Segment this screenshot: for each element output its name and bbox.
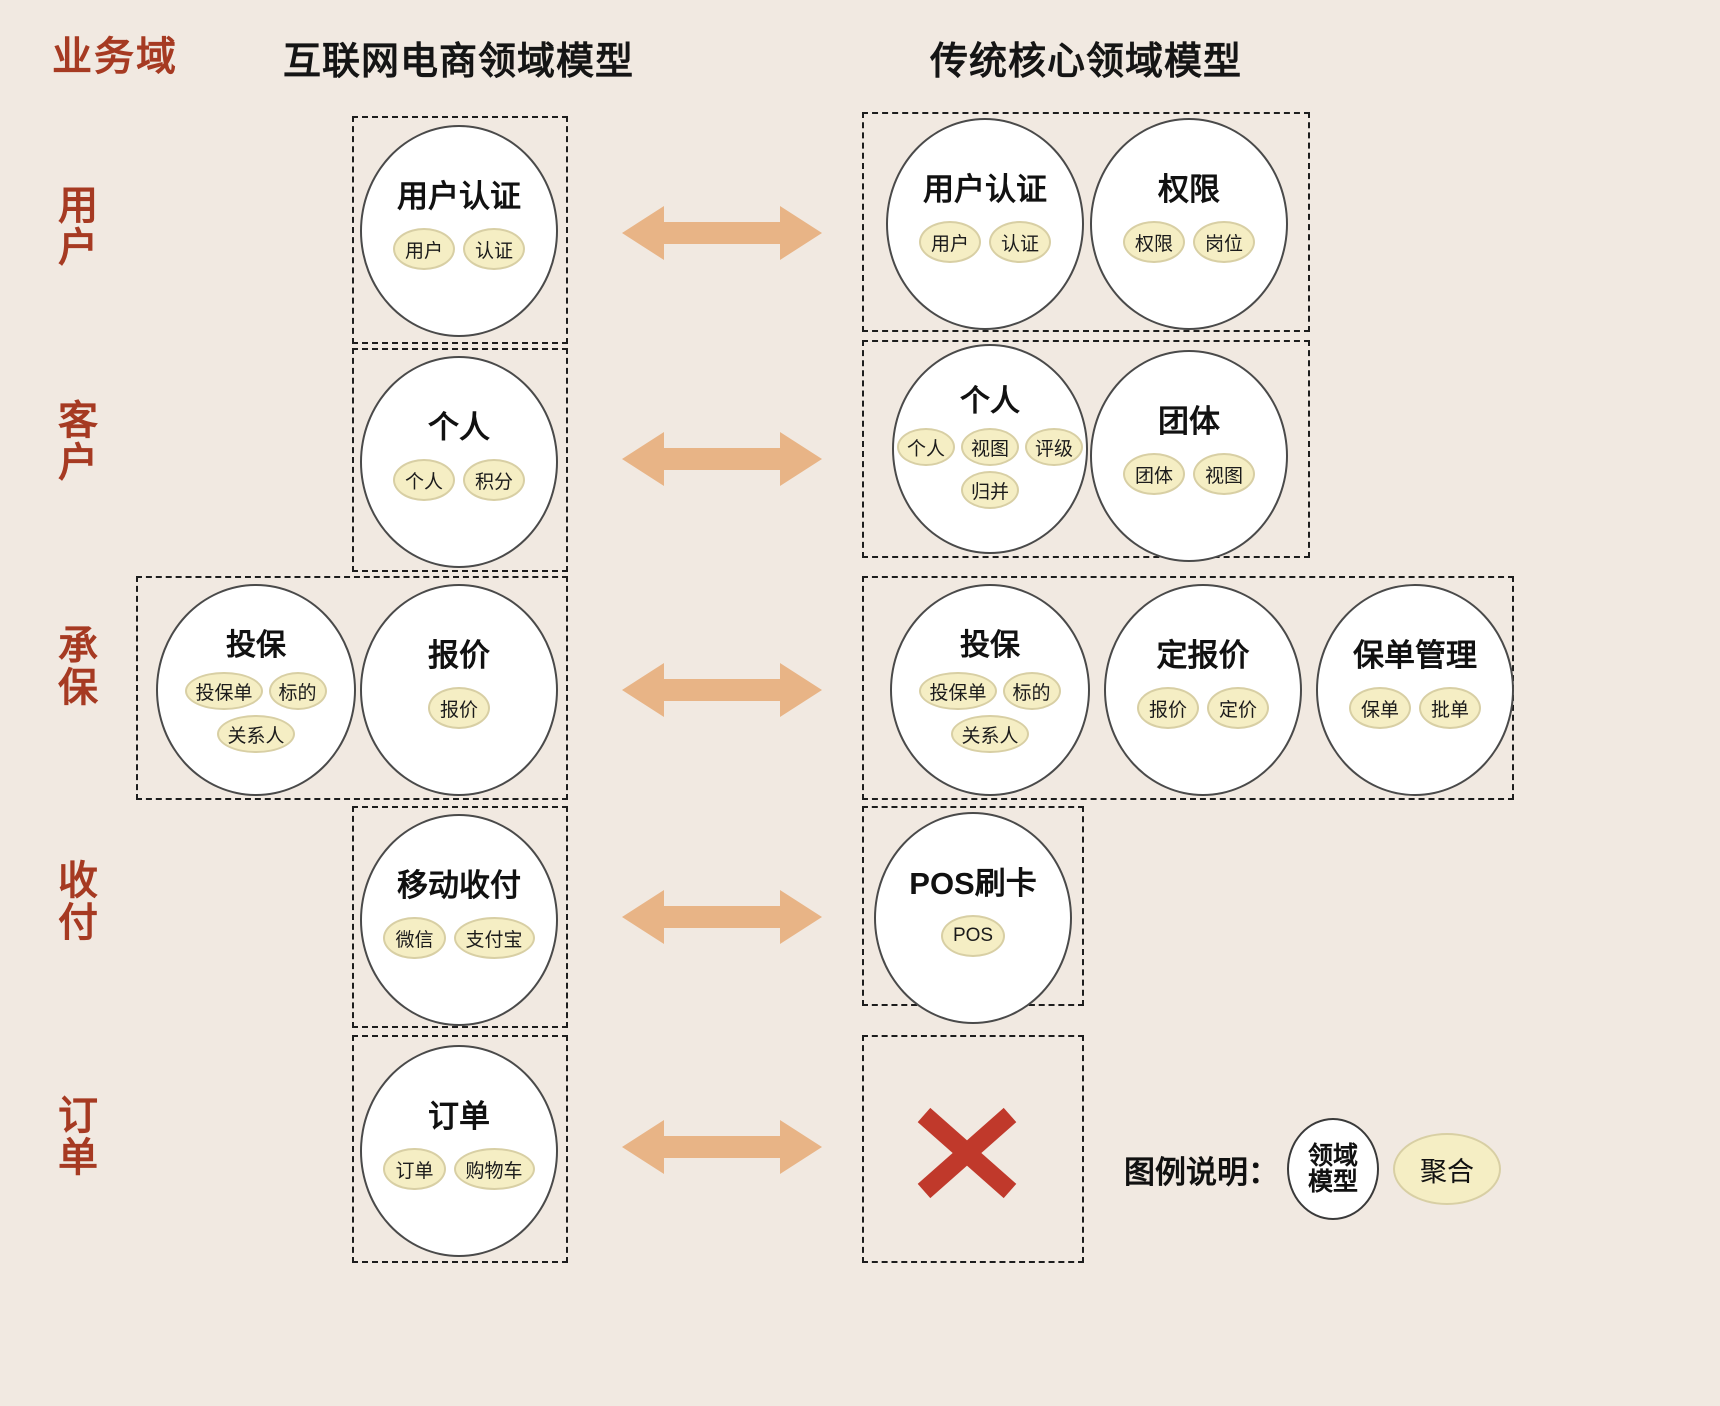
domain-model-permission[interactable]: 权限 权限 岗位 xyxy=(1090,118,1288,330)
cell-left-order: 订单 订单 购物车 xyxy=(352,1035,568,1263)
domain-title: 保单管理 xyxy=(1353,638,1477,673)
domain-title: 投保 xyxy=(960,629,1020,662)
legend-aggregate-symbol: 聚合 xyxy=(1393,1133,1501,1205)
domain-model-user-auth-left[interactable]: 用户认证 用户 认证 xyxy=(360,125,558,337)
domain-model-order[interactable]: 订单 订单 购物车 xyxy=(360,1045,558,1257)
aggregate[interactable]: 用户 xyxy=(918,221,981,263)
domain-title: 个人 xyxy=(428,410,490,445)
bidirectional-arrow-customer xyxy=(622,424,822,494)
row-label-payment: 收付 xyxy=(58,859,98,946)
row-label-order: 订单 xyxy=(58,1094,98,1181)
aggregate[interactable]: 购物车 xyxy=(453,1148,535,1190)
aggregate[interactable]: 投保单 xyxy=(919,672,997,710)
aggregate[interactable]: 认证 xyxy=(989,221,1052,263)
aggregate[interactable]: 支付宝 xyxy=(453,917,535,959)
domain-title: 订单 xyxy=(428,1099,490,1134)
aggregate[interactable]: 团体 xyxy=(1122,453,1185,495)
legend-label: 图例说明： xyxy=(1124,1154,1279,1190)
legend-domain-model-line1: 领域 xyxy=(1307,1141,1358,1170)
cell-right-order-empty xyxy=(862,1035,1084,1263)
domain-model-pos-card[interactable]: POS刷卡 POS xyxy=(874,812,1072,1024)
cell-right-user: 用户认证 用户 认证 权限 权限 岗位 xyxy=(862,112,1310,332)
aggregate[interactable]: 关系人 xyxy=(951,715,1029,753)
domain-model-individual-left[interactable]: 个人 个人 积分 xyxy=(360,356,558,568)
domain-title: POS刷卡 xyxy=(909,866,1037,901)
aggregate[interactable]: 订单 xyxy=(383,1148,446,1190)
aggregate[interactable]: 标的 xyxy=(1002,672,1061,710)
aggregate[interactable]: 积分 xyxy=(463,459,526,501)
domain-title: 移动收付 xyxy=(397,868,521,903)
aggregate[interactable]: 关系人 xyxy=(217,715,295,753)
aggregate[interactable]: 岗位 xyxy=(1193,221,1256,263)
page-title-business-domain: 业务域 xyxy=(52,35,178,79)
row-label-customer: 客户 xyxy=(58,399,98,486)
aggregate[interactable]: 标的 xyxy=(268,672,327,710)
aggregate[interactable]: 定价 xyxy=(1207,687,1270,729)
cross-icon xyxy=(912,1105,1022,1206)
legend-domain-model-symbol: 领域 模型 xyxy=(1287,1118,1379,1220)
bidirectional-arrow-user xyxy=(622,198,822,268)
aggregate[interactable]: 权限 xyxy=(1122,221,1185,263)
aggregate[interactable]: 归并 xyxy=(960,471,1019,509)
bidirectional-arrow-order xyxy=(622,1112,822,1182)
column-header-internet-ecommerce: 互联网电商领域模型 xyxy=(283,41,635,83)
domain-title: 团体 xyxy=(1158,404,1220,439)
bidirectional-arrow-underwriting xyxy=(622,655,822,725)
aggregate[interactable]: POS xyxy=(940,915,1006,957)
aggregate[interactable]: 视图 xyxy=(1193,453,1256,495)
cell-left-underwriting: 投保 投保单 标的 关系人 报价 报价 xyxy=(136,576,568,800)
domain-model-application-right[interactable]: 投保 投保单 标的 关系人 xyxy=(890,584,1090,796)
aggregate[interactable]: 投保单 xyxy=(185,672,263,710)
bidirectional-arrow-payment xyxy=(622,882,822,952)
cell-right-payment: POS刷卡 POS xyxy=(862,806,1084,1024)
aggregate[interactable]: 保单 xyxy=(1348,687,1411,729)
aggregate[interactable]: 个人 xyxy=(896,428,955,466)
domain-model-mobile-payment[interactable]: 移动收付 微信 支付宝 xyxy=(360,814,558,1026)
row-label-user: 用户 xyxy=(58,184,98,271)
domain-model-individual-right[interactable]: 个人 个人 视图 评级 归并 xyxy=(892,344,1088,554)
domain-title: 定报价 xyxy=(1156,638,1250,673)
domain-model-quote-left[interactable]: 报价 报价 xyxy=(360,584,558,796)
domain-model-policy-management[interactable]: 保单管理 保单 批单 xyxy=(1316,584,1514,796)
domain-title: 权限 xyxy=(1158,172,1220,207)
domain-model-pricing-quote[interactable]: 定报价 报价 定价 xyxy=(1104,584,1302,796)
row-label-underwriting: 承保 xyxy=(58,624,98,711)
aggregate[interactable]: 报价 xyxy=(427,687,490,729)
cell-left-customer: 个人 个人 积分 xyxy=(352,348,568,572)
aggregate[interactable]: 批单 xyxy=(1419,687,1482,729)
legend-domain-model-line2: 模型 xyxy=(1307,1168,1358,1196)
domain-model-user-auth-right[interactable]: 用户认证 用户 认证 xyxy=(886,118,1084,330)
cell-left-payment: 移动收付 微信 支付宝 xyxy=(352,806,568,1028)
domain-title: 用户认证 xyxy=(397,179,521,214)
cell-right-customer: 个人 个人 视图 评级 归并 团体 团体 视图 xyxy=(862,340,1310,562)
domain-title: 用户认证 xyxy=(923,172,1047,207)
aggregate[interactable]: 评级 xyxy=(1025,428,1084,466)
cell-right-underwriting: 投保 投保单 标的 关系人 定报价 报价 定价 保单管理 保单 批单 xyxy=(862,576,1514,800)
column-header-traditional-core: 传统核心领域模型 xyxy=(930,41,1243,83)
domain-model-application-left[interactable]: 投保 投保单 标的 关系人 xyxy=(156,584,356,796)
aggregate[interactable]: 个人 xyxy=(392,459,455,501)
aggregate[interactable]: 微信 xyxy=(383,917,446,959)
domain-title: 报价 xyxy=(428,638,490,673)
domain-model-group[interactable]: 团体 团体 视图 xyxy=(1090,350,1288,562)
domain-title: 个人 xyxy=(960,385,1020,418)
cell-left-user: 用户认证 用户 认证 xyxy=(352,116,568,344)
aggregate[interactable]: 认证 xyxy=(463,228,526,270)
legend: 图例说明： 领域 模型 聚合 xyxy=(1124,1118,1501,1220)
aggregate[interactable]: 报价 xyxy=(1136,687,1199,729)
aggregate[interactable]: 用户 xyxy=(392,228,455,270)
domain-title: 投保 xyxy=(226,629,286,662)
aggregate[interactable]: 视图 xyxy=(960,428,1019,466)
